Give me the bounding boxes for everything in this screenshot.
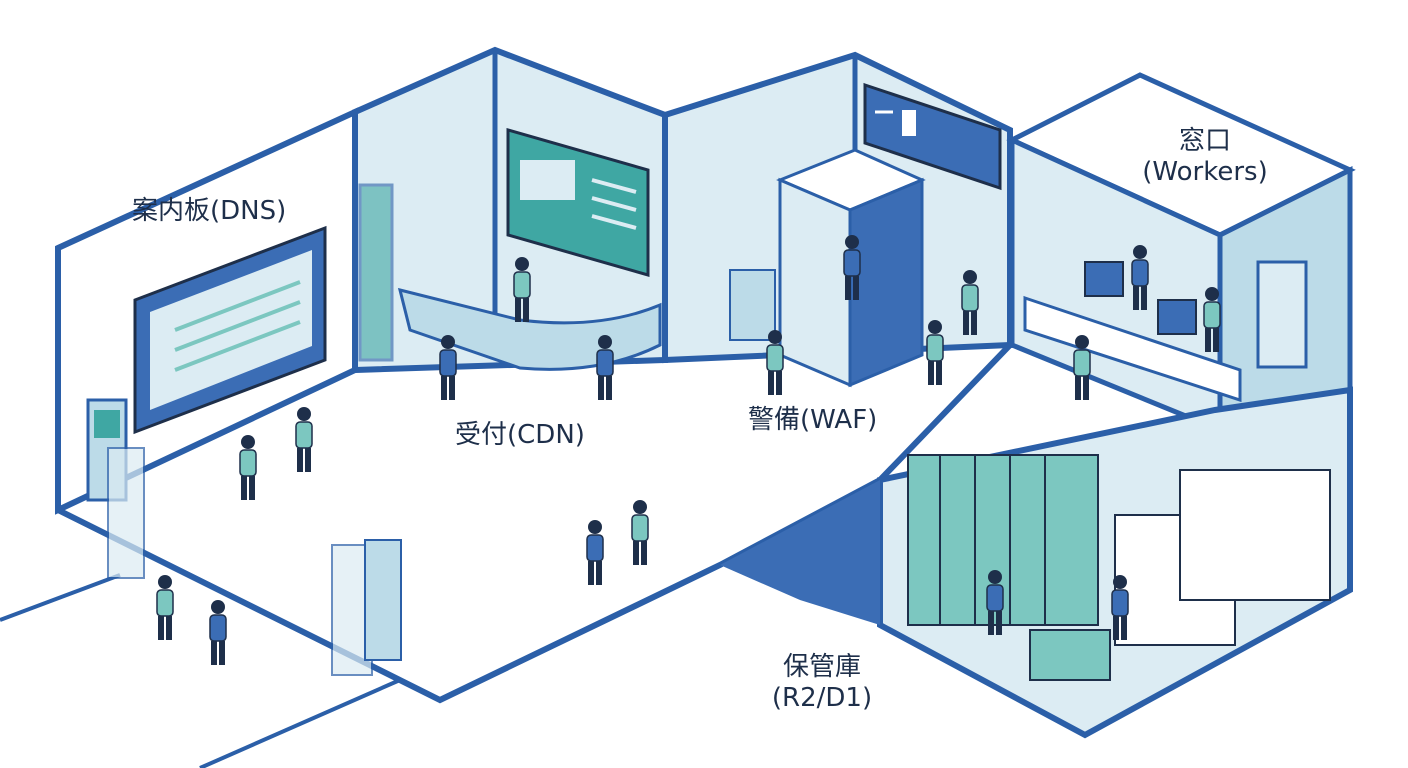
dns-signboard <box>133 225 327 435</box>
person <box>926 319 944 386</box>
waf-zone-label: 警備(WAF) <box>748 405 878 435</box>
person <box>295 406 313 473</box>
person <box>439 334 457 401</box>
workers-zone-sub: (Workers) <box>1142 157 1268 188</box>
cdn-zone-label: 受付(CDN) <box>455 420 585 450</box>
cdn-door <box>358 183 394 362</box>
entrance-line <box>199 678 401 768</box>
person <box>596 334 614 401</box>
gate-post <box>364 539 402 661</box>
direction-sign <box>863 82 1002 191</box>
person <box>766 329 784 396</box>
reception-screen <box>506 128 650 277</box>
person <box>586 519 604 586</box>
person <box>209 599 227 666</box>
workers-room <box>1006 72 1356 434</box>
person <box>239 434 257 501</box>
storage-room <box>720 386 1353 739</box>
storage-zone-title: 保管庫 <box>782 652 861 682</box>
dns-zone-label: 案内板(DNS) <box>132 196 287 226</box>
storage-zone-label: 保管庫 (R2/D1) <box>752 652 892 714</box>
storage-zone-sub: (R2/D1) <box>771 683 873 714</box>
turnstile <box>729 269 776 341</box>
workers-zone-title: 窓口 <box>1178 126 1231 156</box>
guard-booth <box>776 148 926 388</box>
person <box>156 574 174 641</box>
reception-desk <box>397 287 662 371</box>
person <box>631 499 649 566</box>
entrance-line <box>0 573 121 622</box>
person <box>1073 334 1091 401</box>
gate-panel <box>107 447 145 579</box>
workers-zone-label: 窓口 (Workers) <box>1120 126 1290 188</box>
